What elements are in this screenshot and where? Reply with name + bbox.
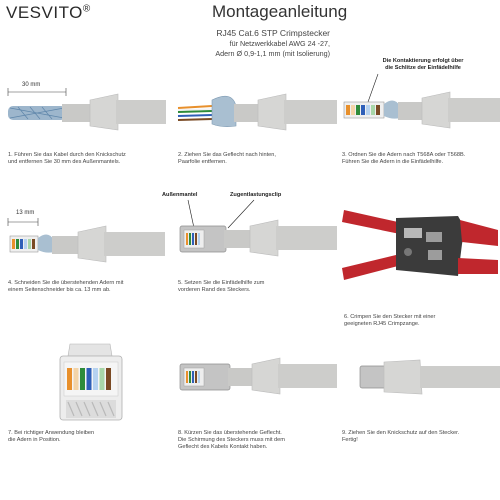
step-4-panel: 13 mm 4. Schneiden Sie die überstehenden… bbox=[0, 196, 165, 308]
step-3-caption: 3. Ordnen Sie die Adern nach T568A oder … bbox=[342, 152, 466, 166]
subtitle-line-3: Adern Ø 0,9-1,1 mm (mit Isolierung) bbox=[215, 48, 330, 58]
brand-logo: VESVITO® bbox=[6, 3, 91, 22]
step-1-panel: 30 mm 1. Führen Sie das Kabel durch den … bbox=[0, 70, 166, 180]
page-subtitle: RJ45 Cat.6 STP Crimpstecker für Netzwerk… bbox=[160, 28, 330, 58]
step-4-illustration bbox=[7, 218, 165, 263]
step-2-illustration bbox=[177, 93, 337, 131]
step-8-caption: 8. Kürzen Sie das überstehende Geflecht.… bbox=[178, 430, 285, 451]
page-title: Montageanleitung bbox=[212, 2, 348, 21]
step-1-illustration bbox=[7, 88, 166, 131]
step-2-caption: 2. Ziehen Sie das Geflecht nach hinten,P… bbox=[178, 152, 276, 166]
step-8-panel: 8. Kürzen Sie das überstehende Geflecht.… bbox=[172, 350, 337, 488]
subtitle-line-1: RJ45 Cat.6 STP Crimpstecker bbox=[216, 28, 330, 38]
step-9-illustration bbox=[359, 359, 500, 395]
step-4-caption: 4. Schneiden Sie die überstehenden Adern… bbox=[8, 280, 124, 294]
step-8-illustration bbox=[179, 357, 337, 395]
step-9-panel: 9. Ziehen Sie den Knickschutz auf den St… bbox=[338, 350, 500, 488]
label-outer-jacket: Außenmantel bbox=[162, 192, 198, 198]
subtitle-line-2: für Netzwerkkabel AWG 24 -27, bbox=[229, 39, 330, 48]
step-7-illustration bbox=[59, 343, 123, 421]
step-1-caption: 1. Führen Sie das Kabel durch den Knicks… bbox=[8, 152, 126, 166]
crimp-tool-illustration bbox=[342, 210, 498, 280]
dimension-13mm: 13 mm bbox=[16, 210, 35, 216]
dimension-30mm: 30 mm bbox=[22, 82, 41, 88]
step-3-illustration bbox=[343, 73, 500, 129]
label-strain-relief-clip: Zugentlastungsclip bbox=[230, 192, 282, 198]
step-5-panel: Außenmantel Zugentlastungsclip 5. Setzen… bbox=[162, 190, 337, 308]
step-5-illustration bbox=[179, 199, 337, 257]
step-9-caption: 9. Ziehen Sie den Knickschutz auf den St… bbox=[342, 430, 460, 444]
step-2-panel: 2. Ziehen Sie das Geflecht nach hinten,P… bbox=[172, 70, 337, 180]
